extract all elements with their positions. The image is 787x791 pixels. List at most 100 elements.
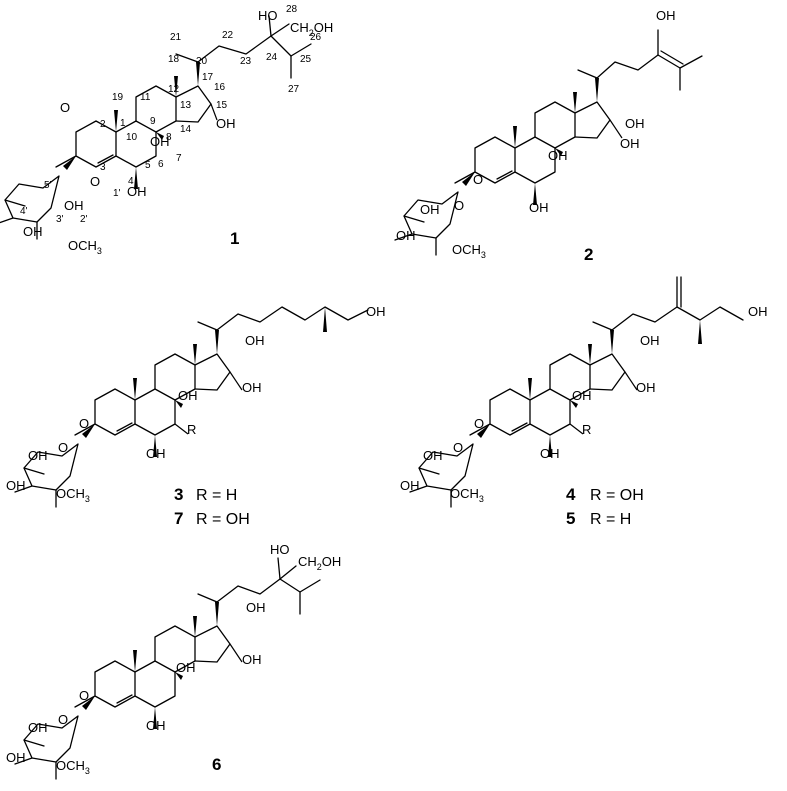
hydroxyl-label: OH: [748, 304, 768, 319]
compound-3-7-labels: OH OH OH OH OH R O O OH OH OCH3 3 R = H …: [6, 304, 386, 528]
hydroxyl-label: OH: [640, 333, 660, 348]
hydroxyl-label: OH: [23, 224, 43, 239]
atom-number: 2: [100, 119, 106, 130]
atom-number: 13: [180, 100, 192, 111]
hydroxyl-label: OH: [400, 478, 420, 493]
compound-6-labels: HO CH2OH OH OH OH OH O O OH OH OCH3 6: [6, 542, 341, 776]
hydroxyl-label: OH: [178, 388, 198, 403]
ring-oxygen-label: O: [60, 100, 70, 115]
hydroxymethyl-label: CH2OH: [298, 554, 341, 572]
compound-6-structure: [14, 557, 321, 780]
compound-number: 5: [566, 509, 575, 528]
atom-number: 18: [168, 54, 180, 65]
hydroxyl-label: OH: [242, 652, 262, 667]
hydroxyl-label: OH: [420, 202, 440, 217]
methoxy-label: OCH3: [450, 486, 484, 504]
compound-3-7-structure: [14, 306, 369, 508]
hydroxyl-label: OH: [6, 750, 26, 765]
compound-1-structure: [0, 15, 312, 240]
r-definition: R = H: [590, 511, 631, 528]
hydroxyl-label: OH: [396, 228, 416, 243]
r-group-label: R: [582, 422, 591, 437]
sugar-oxygen-label: O: [90, 174, 100, 189]
hydroxyl-label: OH: [620, 136, 640, 151]
hydroxyl-label: OH: [150, 134, 170, 149]
atom-number: 26: [310, 32, 322, 43]
hydroxyl-label: OH: [529, 200, 549, 215]
methoxy-label: OCH3: [56, 486, 90, 504]
hydroxyl-label: OH: [656, 8, 676, 23]
atom-number: 8: [166, 132, 172, 143]
compound-number: 6: [212, 755, 221, 774]
hydroxyl-label: HO: [270, 542, 290, 557]
hydroxyl-label: OH: [242, 380, 262, 395]
compound-number: 2: [584, 245, 593, 264]
atom-number: 2': [80, 214, 88, 225]
r-definition: R = OH: [590, 487, 644, 504]
atom-number: 5: [145, 160, 151, 171]
hydroxyl-label: OH: [540, 446, 560, 461]
atom-number: 9: [150, 116, 156, 127]
atom-number: 20: [196, 56, 208, 67]
atom-number: 5': [44, 180, 52, 191]
compound-4-5-labels: OH OH OH OH OH R O O OH OH OCH3 4 R = OH…: [400, 304, 768, 528]
compound-number: 3: [174, 485, 183, 504]
compound-1-atom-numbers: 2 1 3 4 5 6 7 8 9 10 11 12 13 14 15 16 1…: [20, 4, 322, 225]
compound-2-labels: OH OH OH OH OH O O OH OH OCH3 2: [396, 8, 676, 264]
hydroxyl-label: OH: [216, 116, 236, 131]
hydroxyl-label: OH: [246, 600, 266, 615]
atom-number: 25: [300, 54, 312, 65]
atom-number: 24: [266, 52, 278, 63]
atom-number: 21: [170, 32, 182, 43]
atom-number: 23: [240, 56, 252, 67]
methoxy-label: OCH3: [452, 242, 486, 260]
atom-number: 1': [113, 188, 121, 199]
sugar-oxygen-label: O: [79, 416, 89, 431]
hydroxyl-label: OH: [572, 388, 592, 403]
hydroxyl-label: OH: [146, 446, 166, 461]
hydroxyl-label: HO: [258, 8, 278, 23]
r-definition: R = OH: [196, 511, 250, 528]
hydroxyl-label: OH: [127, 184, 147, 199]
ring-oxygen-label: O: [453, 440, 463, 455]
hydroxyl-label: OH: [548, 148, 568, 163]
compound-number: 4: [566, 485, 576, 504]
atom-number: 12: [168, 84, 180, 95]
atom-number: 6: [158, 159, 164, 170]
sugar-oxygen-label: O: [474, 416, 484, 431]
hydroxyl-label: OH: [176, 660, 196, 675]
atom-number: 14: [180, 124, 192, 135]
hydroxyl-label: OH: [146, 718, 166, 733]
ring-oxygen-label: O: [58, 712, 68, 727]
sugar-oxygen-label: O: [473, 172, 483, 187]
hydroxyl-label: OH: [6, 478, 26, 493]
atom-number: 19: [112, 92, 124, 103]
atom-number: 7: [176, 153, 182, 164]
atom-number: 27: [288, 84, 300, 95]
hydroxyl-label: OH: [423, 448, 443, 463]
hydroxyl-label: OH: [625, 116, 645, 131]
hydroxyl-label: OH: [366, 304, 386, 319]
hydroxyl-label: OH: [28, 448, 48, 463]
atom-number: 1: [120, 118, 126, 129]
sugar-oxygen-label: O: [79, 688, 89, 703]
atom-number: 4: [128, 176, 134, 187]
atom-number: 16: [214, 82, 226, 93]
methoxy-label: OCH3: [68, 238, 102, 256]
hydroxyl-label: OH: [28, 720, 48, 735]
atom-number: 11: [140, 92, 151, 103]
hydroxyl-label: OH: [636, 380, 656, 395]
atom-number: 10: [126, 132, 138, 143]
hydroxymethyl-label: CH2OH: [290, 20, 333, 38]
atom-number: 3': [56, 214, 64, 225]
compound-number: 1: [230, 229, 239, 248]
atom-number: 15: [216, 100, 228, 111]
ring-oxygen-label: O: [454, 198, 464, 213]
ring-oxygen-label: O: [58, 440, 68, 455]
compound-2-structure: [394, 29, 703, 256]
atom-number: 22: [222, 30, 234, 41]
r-group-label: R: [187, 422, 196, 437]
r-definition: R = H: [196, 487, 237, 504]
methoxy-label: OCH3: [56, 758, 90, 776]
